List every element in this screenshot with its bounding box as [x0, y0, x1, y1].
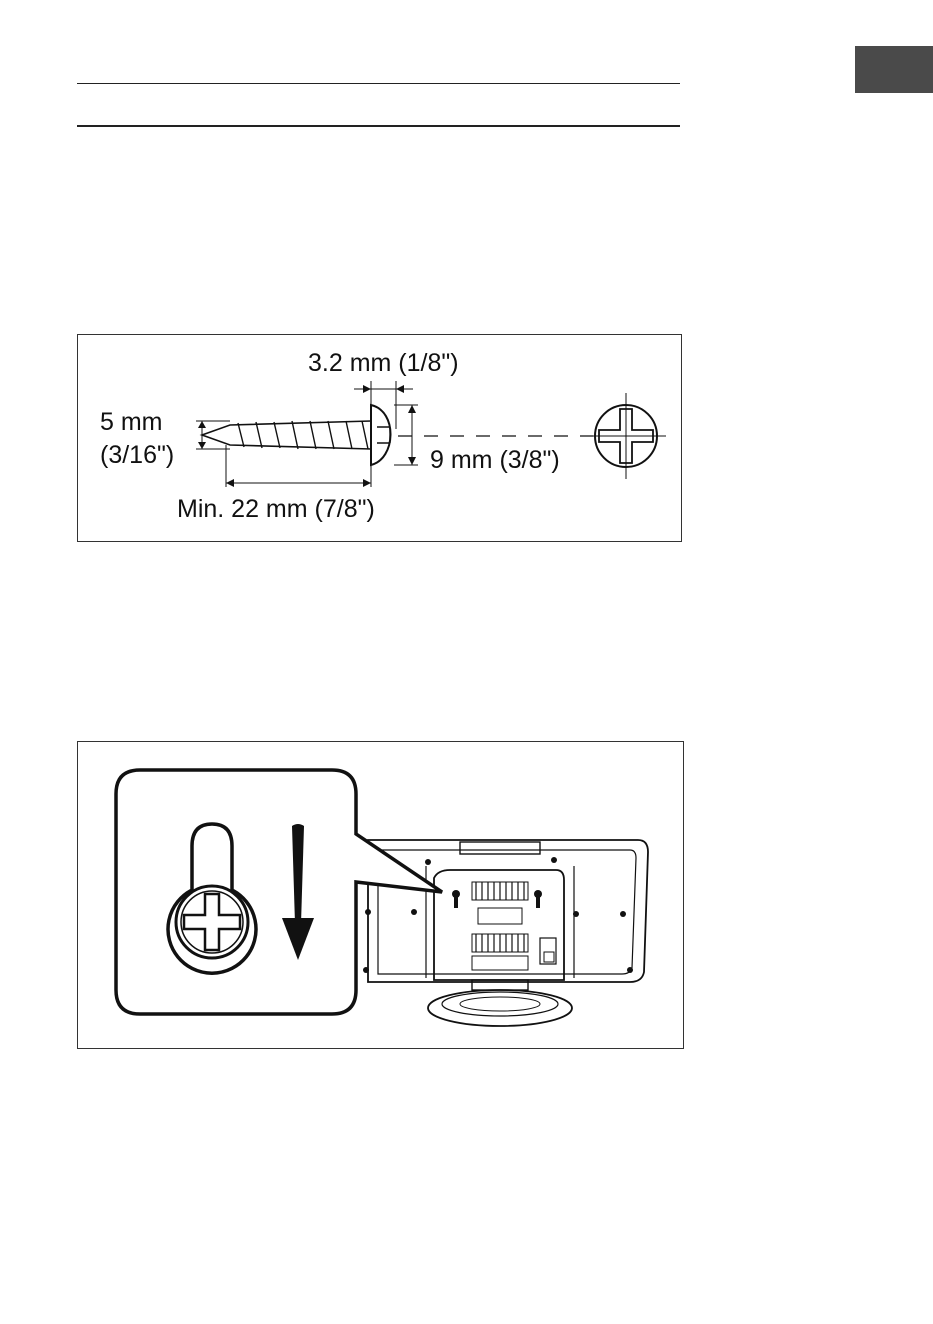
page-tab-marker — [855, 46, 933, 93]
header-rule-top — [77, 83, 680, 84]
min-length-label: Min. 22 mm (7/8") — [177, 495, 375, 523]
wall-mount-figure — [77, 741, 684, 1049]
header-rule-bottom — [77, 125, 680, 127]
head-diameter-label: 9 mm (3/8") — [430, 446, 560, 474]
shaft-diameter-label: 5 mm — [100, 408, 163, 436]
callout-bubble — [116, 770, 442, 1014]
wall-mount-drawing — [78, 742, 683, 1048]
screw-dimension-figure: 3.2 mm (1/8") 5 mm (3/16") Min. 22 mm (7… — [77, 334, 682, 542]
shaft-diameter-inch-label: (3/16") — [100, 441, 174, 469]
device-back-panel — [368, 840, 648, 1026]
head-width-label: 3.2 mm (1/8") — [308, 349, 459, 377]
